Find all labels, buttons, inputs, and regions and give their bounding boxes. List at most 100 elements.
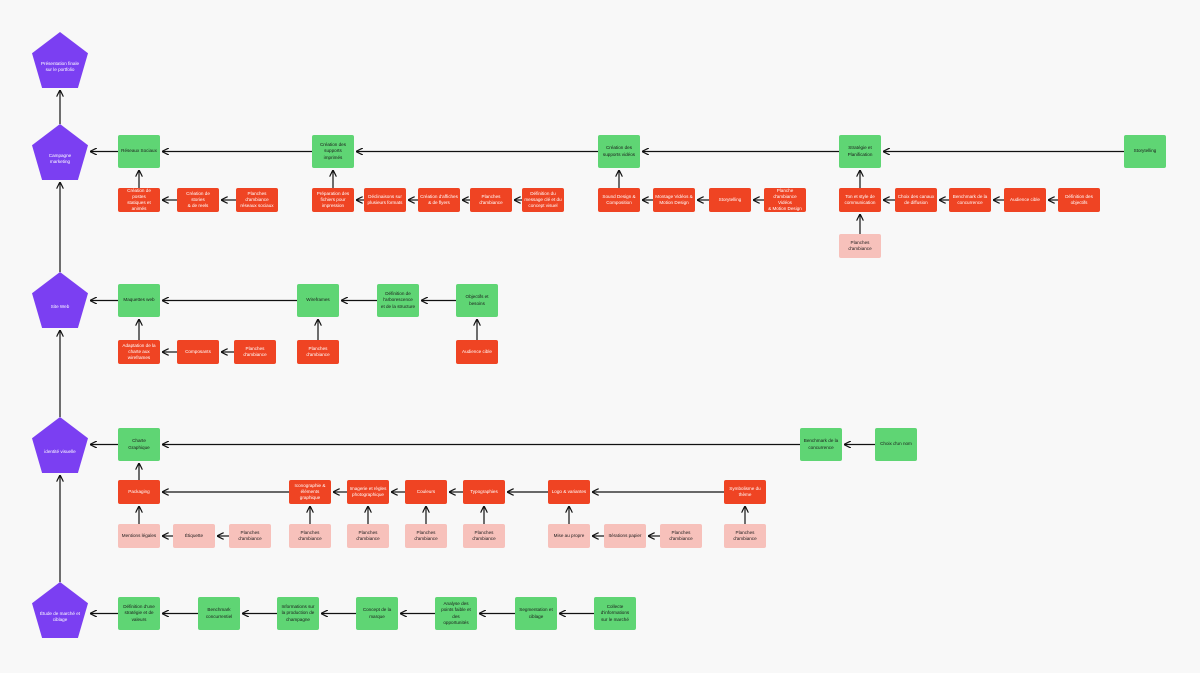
node-reseaux-sociaux: Réseaux Sociaux (118, 135, 160, 168)
subtask-planches-couleurs: Planches d'ambiance (405, 524, 447, 548)
task-composants: Composants (177, 340, 219, 364)
node-maquettes-web: Maquettes web (118, 284, 160, 317)
task-label: Définition des objectifs (1065, 193, 1093, 205)
node-choix-nom: Choix d'un nom (875, 428, 917, 461)
task-planches-print: Planches d'ambiance (470, 188, 512, 212)
stage-label: Campagne marketing (48, 152, 72, 164)
node-storytelling: Storytelling (1124, 135, 1166, 168)
node-label: Analyse des points faible et des opportu… (441, 601, 471, 625)
node-label: Création des supports vidéos (602, 145, 636, 157)
task-label: Planches d'ambiance (479, 193, 503, 205)
node-label: Choix d'un nom (880, 441, 912, 447)
task-definition-message: Définition du message clé et du concept … (522, 188, 564, 212)
task-label: Planches d'ambiance (243, 345, 267, 357)
task-label: Benchmark de la concurrence (952, 193, 988, 205)
node-label: Concept de la marque (362, 607, 392, 619)
task-declinaisons: Déclinaisons sur plusieurs formats (364, 188, 406, 212)
task-label: Typographies (470, 488, 498, 494)
task-adaptation-charte: Adaptation de la charte aux wireframes (118, 340, 160, 364)
subtask-label: Planches d'ambiance (669, 529, 693, 541)
task-label: Planches d'ambiance (306, 345, 330, 357)
task-affiches-flyers: Création d'affiches & de flyers (418, 188, 460, 212)
subtask-label: Mentions légales (121, 532, 157, 538)
node-strategie-planification: Stratégie et Planification (839, 135, 881, 168)
task-iconographie: Iconographie & éléments graphique (289, 480, 331, 504)
subtask-planches-logo: Planches d'ambiance (660, 524, 702, 548)
node-objectifs-besoins: Objectifs et besoins (456, 284, 498, 317)
task-label: Déclinaisons sur plusieurs formats (367, 193, 403, 205)
subtask-label: Planches d'ambiance (238, 529, 262, 541)
subtask-etiquette: Étiquette (173, 524, 215, 548)
subtask-label: Planches d'ambiance (848, 239, 872, 251)
subtask-label: Mise au propre (553, 532, 585, 538)
node-label: Collecte d'informations sur le marché (600, 604, 630, 622)
task-label: Packaging (128, 488, 150, 494)
node-label: Informations sur la production de champa… (281, 604, 315, 622)
node-label: Maquettes web (123, 297, 155, 303)
subtask-planches-iconographie: Planches d'ambiance (289, 524, 331, 548)
node-supports-imprimes: Création des supports imprimés (312, 135, 354, 168)
node-informations-production: Informations sur la production de champa… (277, 597, 319, 630)
task-planches-reseaux: Planches d'ambiance réseaux sociaux (236, 188, 278, 212)
task-label: Couleurs (416, 488, 436, 494)
task-postes-statiques: Création de postes statiques et animés (118, 188, 160, 212)
task-label: Ton et style de communication (844, 193, 876, 205)
task-label: Audience cible (462, 348, 492, 354)
node-label: Wireframes (306, 297, 330, 303)
subtask-iterations-papier: Itérations papier (604, 524, 646, 548)
node-label: Charte Graphique (128, 438, 150, 450)
task-label: Préparation des fichiers pour impression (316, 190, 350, 209)
node-arborescence: Définition de l'arborescence et de la st… (377, 284, 419, 317)
stage-label: Site Web (50, 303, 70, 309)
task-packaging: Packaging (118, 480, 160, 504)
node-label: Définition de l'arborescence et de la st… (380, 291, 416, 309)
task-couleurs: Couleurs (405, 480, 447, 504)
subtask-label: Planches d'ambiance (472, 529, 496, 541)
task-label: Audience cible (1010, 196, 1040, 202)
node-wireframes: Wireframes (297, 284, 339, 317)
task-label: Iconographie & éléments graphique (294, 482, 326, 501)
node-label: Segmentation et ciblage (519, 607, 553, 619)
task-planche-video: Planche d'ambiance Vidéos & Motion Desig… (764, 188, 806, 212)
node-label: Objectifs et besoins (465, 294, 489, 306)
task-label: Adaptation de la charte aux wireframes (122, 342, 156, 361)
task-label: Création de postes statiques et animés (127, 188, 151, 212)
task-logo-variantes: Logo & variantes (548, 480, 590, 504)
subtask-planches-ton: Planches d'ambiance (839, 234, 881, 258)
node-definition-strategie: Définition d'une stratégie et de valeurs (118, 597, 160, 630)
node-charte-graphique: Charte Graphique (118, 428, 160, 461)
subtask-planches-symbolisme: Planches d'ambiance (724, 524, 766, 548)
task-planches-wireframes: Planches d'ambiance (297, 340, 339, 364)
subtask-mentions-legales: Mentions légales (118, 524, 160, 548)
subtask-planches-imagerie: Planches d'ambiance (347, 524, 389, 548)
subtask-planches-packaging: Planches d'ambiance (229, 524, 271, 548)
task-symbolisme: Symbolisme du thème (724, 480, 766, 504)
task-preparation-fichiers: Préparation des fichiers pour impression (312, 188, 354, 212)
task-benchmark-concurrence: Benchmark de la concurrence (949, 188, 991, 212)
task-audience-cible-site: Audience cible (456, 340, 498, 364)
task-planches-site: Planches d'ambiance (234, 340, 276, 364)
task-label: Symbolisme du thème (729, 485, 761, 497)
subtask-label: Itérations papier (608, 532, 642, 538)
node-concept-marque: Concept de la marque (356, 597, 398, 630)
task-storytelling-video: Storytelling (709, 188, 751, 212)
task-choix-canaux: Choix des canaux de diffusion (895, 188, 937, 212)
task-label: Définition du message clé et du concept … (524, 190, 562, 209)
subtask-mise-au-propre: Mise au propre (548, 524, 590, 548)
stage-label: Présentation finale sur le portfolio (40, 60, 80, 72)
task-audience-cible: Audience cible (1004, 188, 1046, 212)
node-supports-videos: Création des supports vidéos (598, 135, 640, 168)
subtask-label: Planches d'ambiance (414, 529, 438, 541)
task-label: Montage Vidéos & Motion Design (655, 193, 693, 205)
task-label: Logo & variantes (551, 488, 587, 494)
subtask-label: Planches d'ambiance (298, 529, 322, 541)
node-label: Définition d'une stratégie et de valeurs (123, 604, 155, 622)
node-benchmark-concurrence: Benchmark de la concurrence (800, 428, 842, 461)
task-label: Sound Design & Composition (602, 193, 636, 205)
task-montage-videos: Montage Vidéos & Motion Design (653, 188, 695, 212)
node-label: Stratégie et Planification (847, 145, 873, 157)
task-imagerie: Imagerie et règles photographique (347, 480, 389, 504)
stage-label: Étude de marché et ciblage (39, 610, 81, 622)
